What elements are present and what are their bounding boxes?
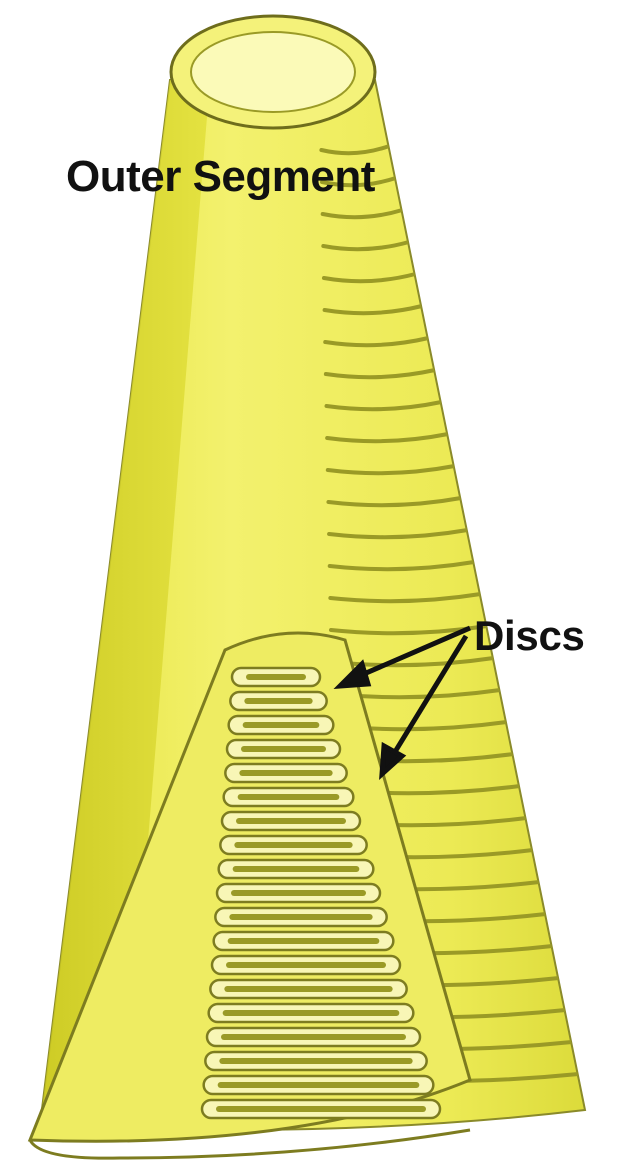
disc-lumen xyxy=(234,842,352,848)
cone-opening-inner xyxy=(191,32,355,112)
disc-lumen xyxy=(228,938,380,944)
disc-lumen xyxy=(224,986,392,992)
disc-lumen xyxy=(216,1106,426,1112)
disc-lumen xyxy=(219,1058,412,1064)
discs-label: Discs xyxy=(474,612,585,660)
disc-lumen xyxy=(231,890,366,896)
disc-lumen xyxy=(226,962,386,968)
disc-lumen xyxy=(239,770,332,776)
disc-lumen xyxy=(246,674,306,680)
disc-lumen xyxy=(241,746,326,752)
disc-lumen xyxy=(223,1010,400,1016)
disc-lumen xyxy=(233,866,360,872)
disc-lumen xyxy=(229,914,372,920)
outer-segment-label: Outer Segment xyxy=(66,152,375,202)
disc-lumen xyxy=(221,1034,406,1040)
disc-lumen xyxy=(218,1082,420,1088)
disc-lumen xyxy=(243,722,320,728)
disc-lumen xyxy=(238,794,340,800)
disc-lumen xyxy=(236,818,346,824)
disc-lumen xyxy=(244,698,312,704)
